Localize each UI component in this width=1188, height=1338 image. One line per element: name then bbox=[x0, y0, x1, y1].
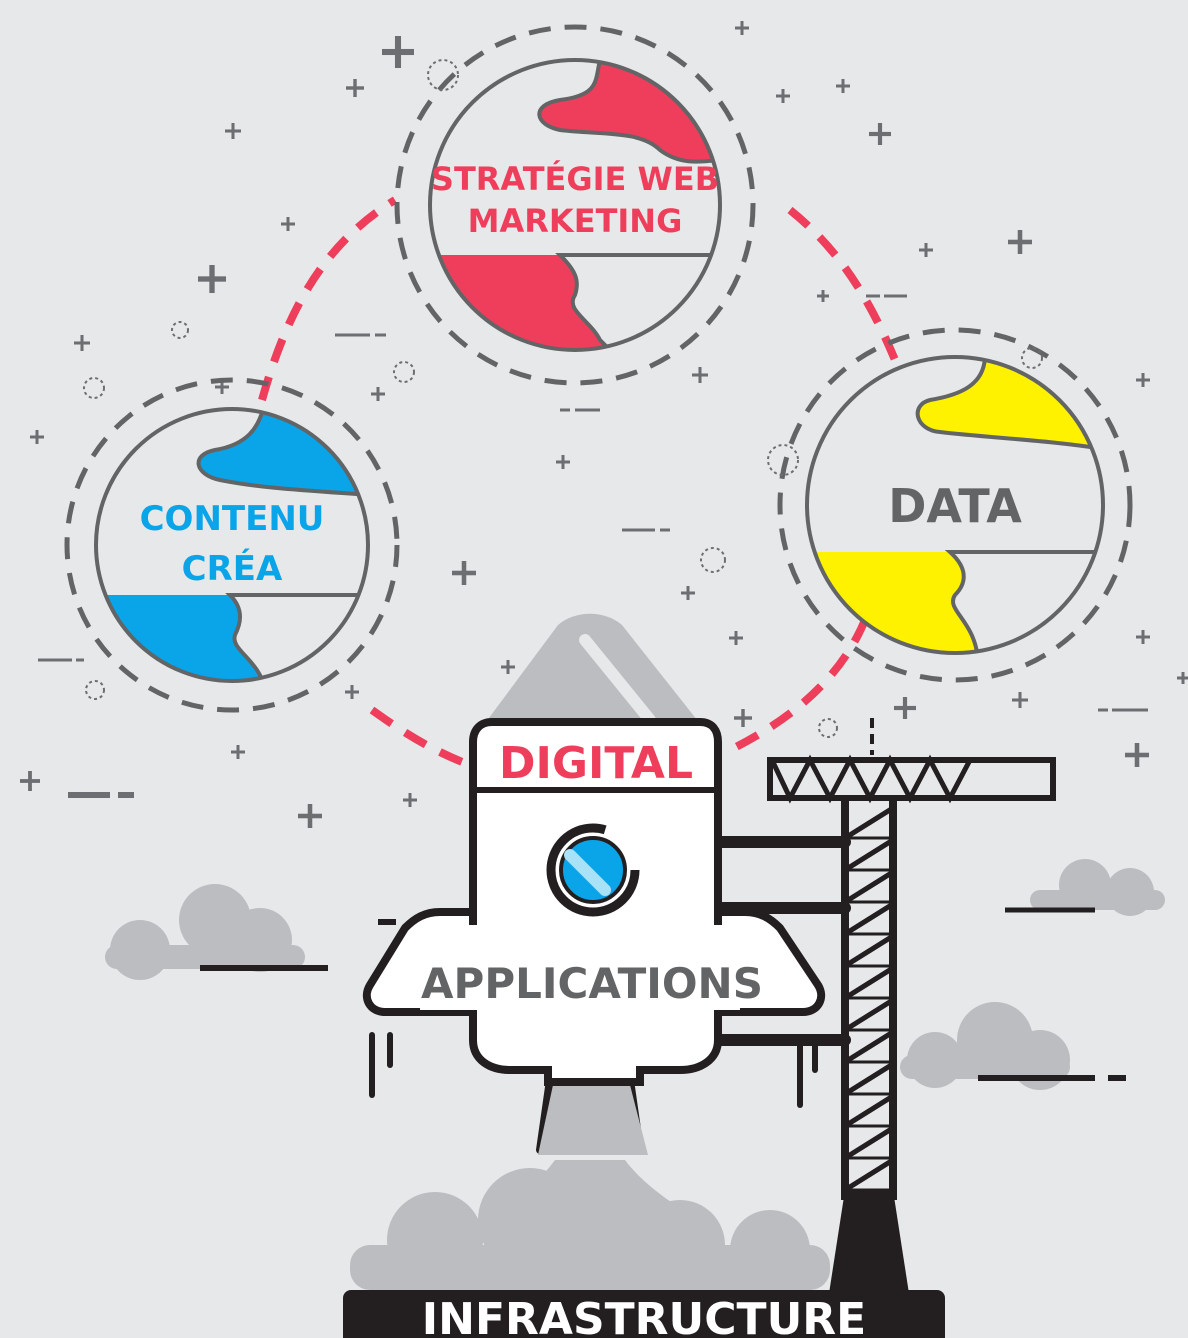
decorative-sparkles bbox=[20, 21, 1188, 828]
strategy-planet: STRATÉGIE WEB MARKETING bbox=[394, 24, 756, 386]
content-planet: CONTENU CRÉA bbox=[64, 377, 400, 713]
content-label-line2: CRÉA bbox=[182, 548, 283, 589]
cloud-right-bottom bbox=[900, 1002, 1126, 1090]
infrastructure-banner: INFRASTRUCTURE bbox=[343, 1290, 945, 1338]
data-label: DATA bbox=[888, 479, 1022, 533]
infrastructure-label: INFRASTRUCTURE bbox=[422, 1294, 866, 1338]
cloud-left bbox=[105, 884, 328, 980]
digital-label: DIGITAL bbox=[499, 738, 693, 789]
rocket: DIGITAL APPLICATIONS bbox=[362, 613, 826, 1155]
launch-smoke bbox=[350, 1160, 830, 1290]
content-label-line1: CONTENU bbox=[140, 499, 325, 539]
cloud-right-top bbox=[1005, 859, 1165, 916]
orbit-path bbox=[258, 196, 899, 769]
applications-label: APPLICATIONS bbox=[421, 959, 763, 1008]
data-planet: DATA bbox=[777, 327, 1133, 683]
dotted-circles bbox=[83, 59, 1043, 738]
dash-marks bbox=[38, 294, 1148, 798]
strategy-label-line1: STRATÉGIE WEB bbox=[431, 160, 719, 198]
strategy-label-line2: MARKETING bbox=[468, 202, 683, 240]
